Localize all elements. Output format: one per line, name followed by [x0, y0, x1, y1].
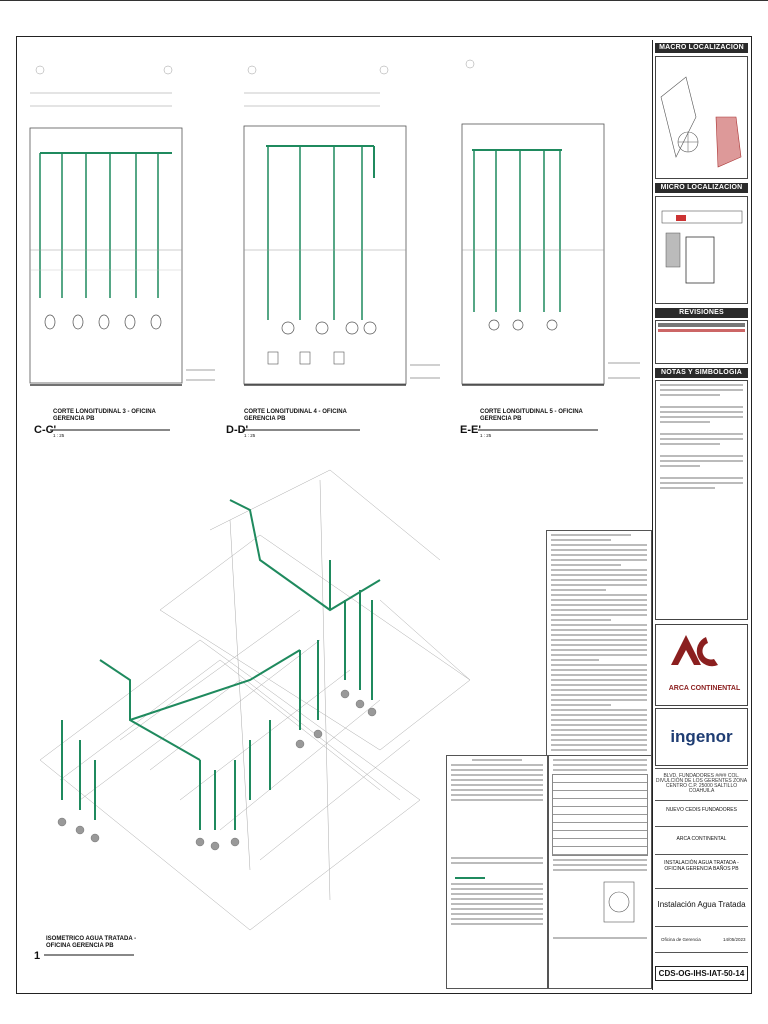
isometric-fixtures — [57, 689, 377, 851]
area: Oficina de Gerencia — [661, 937, 701, 942]
section-d-code: D-D' — [226, 424, 249, 436]
owner-name: ARCA CONTINENTAL — [676, 836, 727, 842]
discipline: Instalación Agua Tratada — [657, 900, 746, 909]
contractor-name: ingenor — [670, 727, 733, 746]
sheet-code: CDS-OG-IHS-IAT-50-14 — [655, 966, 748, 981]
top-border — [0, 0, 768, 1]
isometric-pipes — [61, 499, 381, 830]
section-d-scale: 1 : 25 — [244, 433, 256, 438]
section-e-title: CORTE LONGITUDINAL 5 - OFICINA GERENCIA … — [480, 409, 583, 422]
section-e-code: E-E' — [460, 424, 481, 436]
project-name: NUEVO CEDIS FUNDADORES — [666, 807, 737, 813]
drawing-frame — [16, 36, 752, 994]
section-d-title: CORTE LONGITUDINAL 4 - OFICINA GERENCIA … — [244, 409, 347, 422]
client-name: ARCA CONTINENTAL — [668, 685, 741, 692]
contractor-logo-box: ingenor — [655, 708, 748, 766]
section-c-drawing — [29, 65, 215, 386]
section-c-code: C-C' — [34, 424, 57, 436]
section-e-drawing — [461, 59, 640, 386]
macro-map — [655, 56, 748, 179]
isometric-number: 1 — [34, 950, 41, 962]
pipe-table-panel — [548, 755, 652, 989]
symbology-panel — [446, 755, 548, 989]
micro-header: MICRO LOCALIZACION — [655, 183, 748, 193]
revisions-header: REVISIONES — [655, 308, 748, 318]
title-block: MACRO LOCALIZACION MICRO LOCALIZACION RE… — [652, 40, 750, 990]
section-c-scale: 1 : 25 — [53, 433, 65, 438]
notes-header: NOTAS Y SIMBOLOGIA — [655, 368, 748, 378]
client-logo-box: ARCA CONTINENTAL — [655, 624, 748, 706]
isometric-drawing — [39, 469, 471, 931]
isometric-title: ISOMETRICO AGUA TRATADA - OFICINA GERENC… — [46, 936, 137, 949]
plan-name: INSTALACIÓN AGUA TRATADA - OFICINA GEREN… — [664, 860, 739, 872]
revisions-table — [655, 320, 748, 364]
address: BLVD. FUNDADORES #### COL. DIVULCIÓN DE … — [655, 773, 748, 794]
notes-list — [655, 380, 748, 620]
section-d-drawing — [243, 65, 440, 386]
date: 14/05/2023 — [723, 937, 746, 942]
section-c-title: CORTE LONGITUDINAL 3 - OFICINA GERENCIA … — [53, 409, 156, 422]
macro-header: MACRO LOCALIZACION — [655, 43, 748, 53]
micro-map — [655, 196, 748, 304]
section-e-scale: 1 : 25 — [480, 433, 492, 438]
arca-logo-icon — [671, 635, 718, 667]
